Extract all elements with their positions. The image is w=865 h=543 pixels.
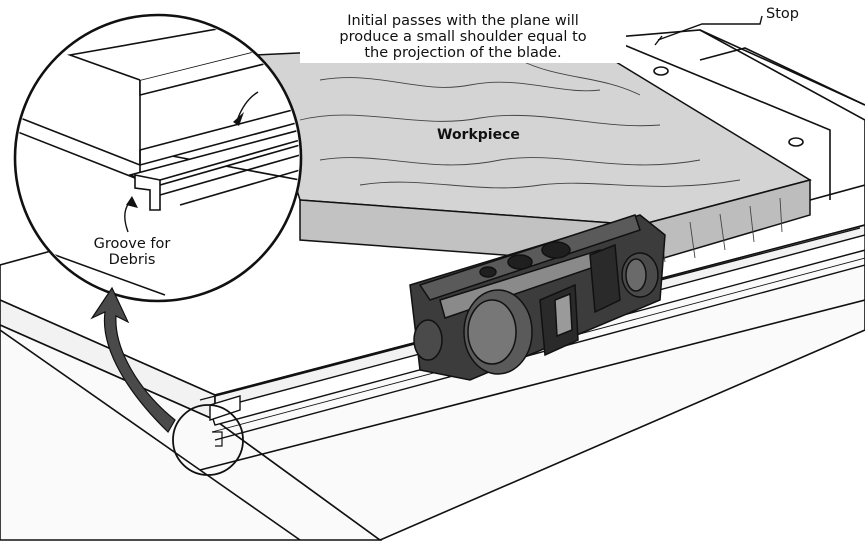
groove-label: Groove for Debris xyxy=(76,236,188,268)
detail-locator-circle xyxy=(172,404,244,476)
callout-leaders xyxy=(654,15,763,46)
curved-arrow xyxy=(90,286,176,433)
callout-line-3: the projection of the blade. xyxy=(364,45,562,62)
stop-label: Stop xyxy=(766,6,799,22)
callout-line-2: produce a small shoulder equal to xyxy=(339,29,587,46)
workpiece xyxy=(253,39,812,267)
callout-text: Initial passes with the plane will produ… xyxy=(300,12,626,63)
callout-line-1: Initial passes with the plane will xyxy=(347,13,579,29)
workpiece-label: Workpiece xyxy=(437,127,520,143)
groove-label-line-1: Groove for xyxy=(93,236,171,252)
hand-plane xyxy=(409,214,666,381)
groove-label-line-2: Debris xyxy=(108,252,156,269)
